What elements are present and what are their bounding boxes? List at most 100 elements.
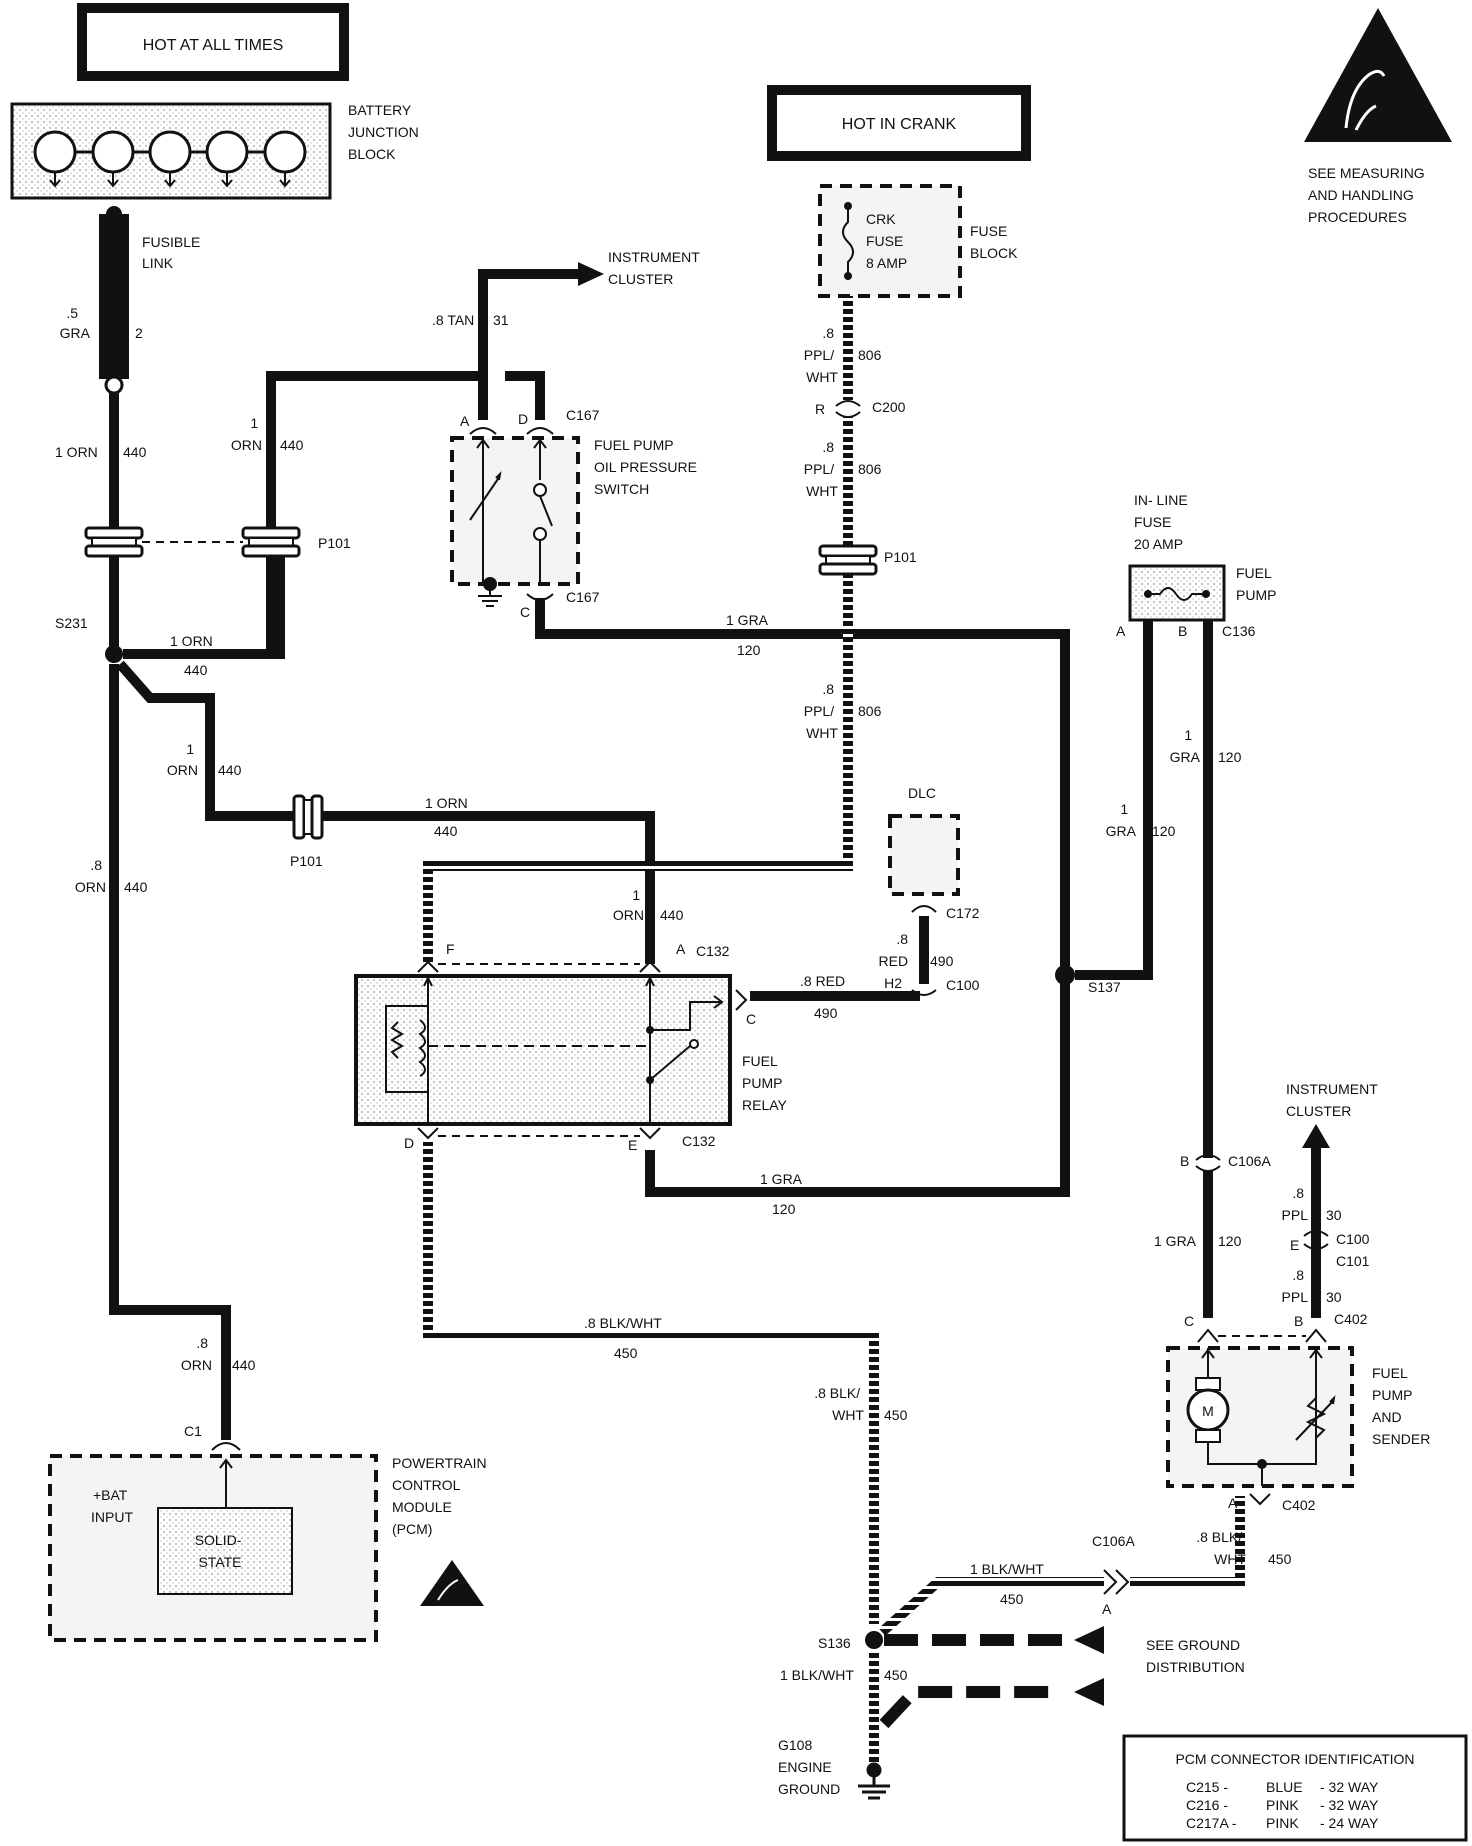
pcm-connector-title: PCM CONNECTOR IDENTIFICATION [1175,1751,1414,1767]
hot-at-all-times-box [77,3,349,81]
wire-orn-mid-label: 1 ORN [231,415,262,453]
splice-s137 [1055,965,1075,985]
wire-red-h-label: .8 RED [800,973,845,989]
pin-e: E [628,1137,637,1153]
wire-orn-to-pcm [109,664,231,1440]
wire-gra-r1-label: 1 GRA [1170,727,1201,765]
wire-orn-relay-v-label: 1 ORN [613,887,644,923]
pin-c-ops: C [520,604,530,620]
wire-blk-wht-h-label: .8 BLK/WHT [584,1315,662,1331]
fuel-pump-oil-pressure-switch [450,436,580,591]
fusible-wire-number: 2 [135,325,143,341]
battery-junction-block-label: BATTERY JUNCTION BLOCK [348,102,423,162]
s231-label: S231 [55,615,88,631]
p101-right-label: P101 [884,549,917,565]
hot-in-crank-box [767,85,1031,161]
c136-label: C136 [1222,623,1256,639]
c172-label: C172 [946,905,980,921]
esd-warning-icon [1304,8,1452,142]
fuse-block-label: FUSE BLOCK [970,223,1018,261]
wire-orn-long-number: 440 [124,879,148,895]
wire-s231-number: 440 [184,662,208,678]
fuel-pump-sender-label: FUEL PUMP AND SENDER [1372,1365,1430,1447]
s137-label: S137 [1088,979,1121,995]
pin-b-pump: B [1294,1313,1303,1329]
see-ground-label: SEE GROUND DISTRIBUTION [1146,1637,1245,1675]
wire-gra-bot-label: 1 GRA [760,1171,803,1187]
pin-c-relay: C [746,1011,756,1027]
crk-fuse-block [818,184,962,298]
wire-blk-wht-pump-label: .8 BLK/ WHT [1196,1529,1246,1567]
r-pin: R [815,401,825,417]
pcm-connector-row-2: C216 - PINK - 32 WAY [1186,1797,1379,1813]
c132-bot-label: C132 [682,1133,716,1149]
wire-blk-wht-v-label: .8 BLK/ WHT [814,1385,864,1423]
wire-gra-120-ops [535,598,1070,1197]
wire-450-s136-number: 450 [884,1667,908,1683]
ground-symbol-ops [478,584,502,607]
wire-ppl-wht-1-label: .8 PPL/ WHT [804,325,839,385]
c100-r-label: C100 [1336,1231,1370,1247]
fusible-link [99,214,129,379]
wire-ppl-wht-3-label: .8 PPL/ WHT [804,681,839,741]
wire-orn-pcm-number: 440 [232,1357,256,1373]
wire-490-h-number: 490 [814,1005,838,1021]
wire-450-1-number: 450 [1000,1591,1024,1607]
wire-gra-r1-number: 120 [1218,749,1242,765]
dlc-box [888,814,960,896]
pin-a-relay: A [676,941,686,957]
wire-orn-branch-label: 1 ORN [167,741,198,778]
wire-s137-to-fuse [1075,620,1153,980]
pin-d: D [404,1135,414,1151]
c402-top-label: C402 [1334,1311,1368,1327]
wire-red-dlc-label: .8 RED H2 [879,931,912,991]
wire-ppl-30-2-label: .8 PPL [1282,1267,1309,1305]
p101-connector-left [84,526,144,558]
wire-490-dlc-number: 490 [930,953,954,969]
wire-gra-c-number: 120 [737,642,761,658]
pin-d-ops: D [518,411,528,427]
c132-top-label: C132 [696,943,730,959]
wire-30-1-number: 30 [1326,1207,1342,1223]
wire-orn-to-ops-d [505,371,545,420]
wire-450-pump-number: 450 [1268,1551,1292,1567]
pin-a-c402: A [1228,1495,1238,1511]
c106a-bot-label: C106A [1092,1533,1135,1549]
p101-label-lower: P101 [290,853,323,869]
pin-a-fuse: A [1116,623,1126,639]
wire-806-3-number: 806 [858,703,882,719]
wire-gra-r2-label: 1 GRA [1106,801,1137,839]
fuel-pump-relay [354,974,732,1126]
wire-orn-to-relay [322,811,655,964]
inline-fuse-label: IN- LINE FUSE 20 AMP [1134,492,1192,552]
pcm-connector-identification-table [1122,1734,1468,1842]
wire-806-1-number: 806 [858,347,882,363]
wire-gra-c-label: 1 GRA [726,612,769,628]
wire-orn-long-label: .8 ORN [75,857,106,895]
powertrain-control-module [48,1454,378,1642]
ground-symbol-g108 [858,1762,890,1800]
wire-tan-instrument [478,269,580,420]
p101-connector-right [818,544,878,576]
wire-orn-left-label: 1 ORN [55,444,98,460]
wire-orn-left-number: 440 [123,444,147,460]
battery-junction-block [10,102,332,200]
wire-orn-relay-number: 440 [434,823,458,839]
bat-input-label: +BAT INPUT [91,1487,133,1525]
wire-450-h-number: 450 [614,1345,638,1361]
wire-orn-branch [116,660,300,821]
fusible-wire-label: .5 GRA [60,305,91,341]
splice-s231 [105,645,123,663]
wire-blk-wht-450 [423,1142,879,1624]
fuel-pump-ops-label: FUEL PUMP OIL PRESSURE SWITCH [594,437,701,497]
wire-ppl-30-1-label: .8 PPL [1282,1185,1309,1223]
wire-450-v-number: 450 [884,1407,908,1423]
wire-806-2-number: 806 [858,461,882,477]
c101-r-label: C101 [1336,1253,1370,1269]
esd-note-label: SEE MEASURING AND HANDLING PROCEDURES [1308,165,1429,225]
c100-dlc-label: C100 [946,977,980,993]
pcm-connector-row-1: C215 - BLUE - 32 WAY [1186,1779,1379,1795]
pin-f: F [446,941,455,957]
wire-gra-c106-label: 1 GRA [1154,1233,1197,1249]
